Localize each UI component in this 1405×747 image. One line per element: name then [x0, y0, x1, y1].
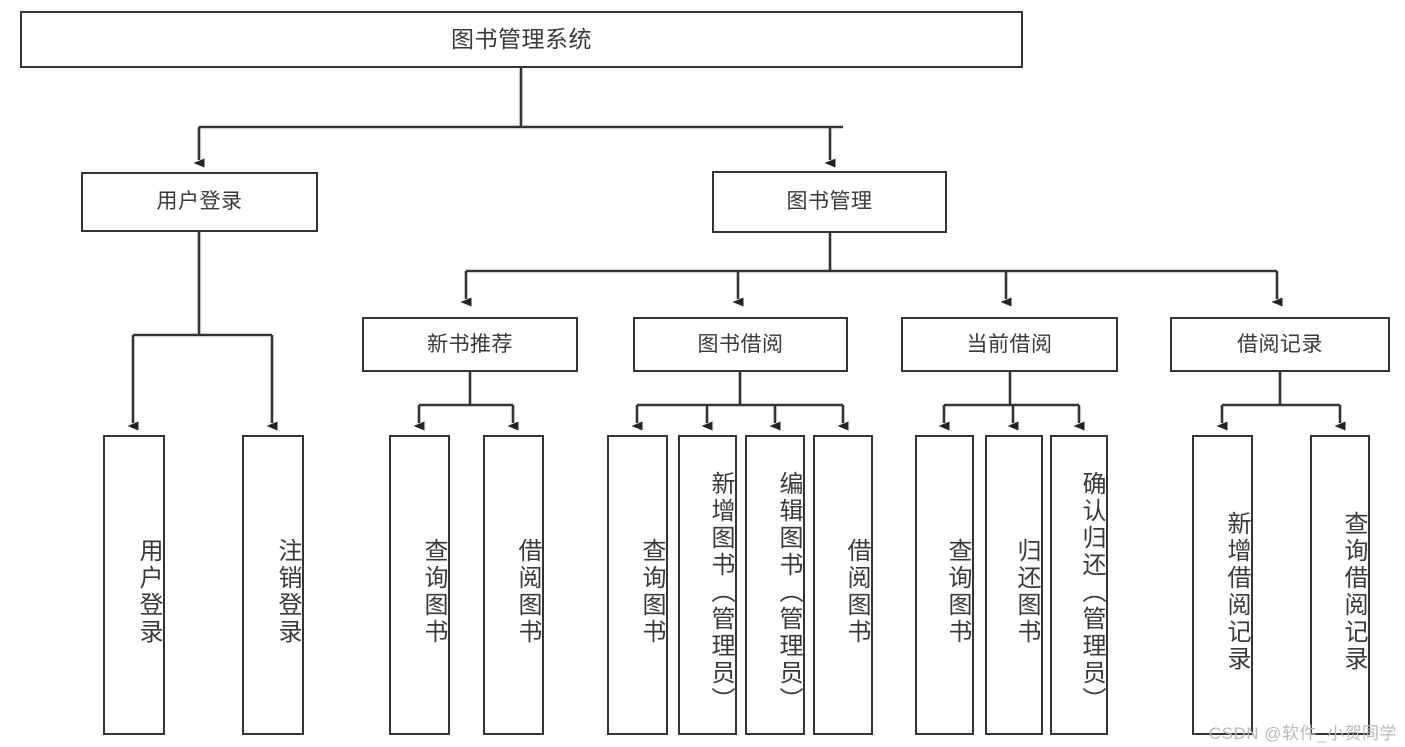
leaf-edit-book-admin[interactable]: 编辑图书（管理员） — [745, 435, 805, 735]
leaf-user-login[interactable]: 用户登录 — [103, 435, 165, 735]
node-book-manage[interactable]: 图书管理 — [712, 171, 947, 233]
leaf-add-borrow-record[interactable]: 新增借阅记录 — [1192, 435, 1253, 735]
leaf-query-book-borrow[interactable]: 查询图书 — [607, 435, 668, 735]
csdn-watermark: CSDN @软件_小贺同学 — [1208, 724, 1397, 743]
leaf-query-book-new-rec[interactable]: 查询图书 — [389, 435, 450, 735]
leaf-return-book-label: 归还图书 — [1013, 538, 1040, 646]
leaf-query-book-current-label: 查询图书 — [944, 538, 971, 646]
leaf-query-book-borrow-label: 查询图书 — [638, 538, 665, 646]
leaf-edit-book-admin-label: 编辑图书（管理员） — [775, 470, 802, 714]
leaf-borrow-book-new-rec-label: 借阅图书 — [514, 538, 541, 646]
leaf-logout-label: 注销登录 — [274, 538, 301, 646]
leaf-user-login-label: 用户登录 — [135, 538, 162, 646]
leaf-borrow-book-borrow-label: 借阅图书 — [843, 538, 870, 646]
leaf-confirm-return-admin[interactable]: 确认归还（管理员） — [1050, 435, 1108, 735]
node-current-borrow[interactable]: 当前借阅 — [901, 317, 1118, 372]
leaf-borrow-book-new-rec[interactable]: 借阅图书 — [483, 435, 544, 735]
node-user-login[interactable]: 用户登录 — [81, 172, 318, 232]
leaf-add-borrow-record-label: 新增借阅记录 — [1223, 511, 1250, 673]
leaf-confirm-return-admin-label: 确认归还（管理员） — [1078, 470, 1105, 714]
node-book-borrow[interactable]: 图书借阅 — [633, 317, 848, 372]
node-root-system[interactable]: 图书管理系统 — [20, 11, 1023, 68]
node-new-book-recommend[interactable]: 新书推荐 — [362, 317, 578, 372]
leaf-add-book-admin-label: 新增图书（管理员） — [707, 470, 734, 714]
leaf-return-book[interactable]: 归还图书 — [985, 435, 1043, 735]
leaf-query-book-new-rec-label: 查询图书 — [420, 538, 447, 646]
leaf-borrow-book-borrow[interactable]: 借阅图书 — [813, 435, 873, 735]
leaf-query-borrow-record[interactable]: 查询借阅记录 — [1310, 435, 1370, 735]
node-borrow-record[interactable]: 借阅记录 — [1170, 317, 1390, 372]
leaf-add-book-admin[interactable]: 新增图书（管理员） — [678, 435, 737, 735]
leaf-query-borrow-record-label: 查询借阅记录 — [1340, 511, 1367, 673]
leaf-logout[interactable]: 注销登录 — [242, 435, 304, 735]
leaf-query-book-current[interactable]: 查询图书 — [915, 435, 974, 735]
